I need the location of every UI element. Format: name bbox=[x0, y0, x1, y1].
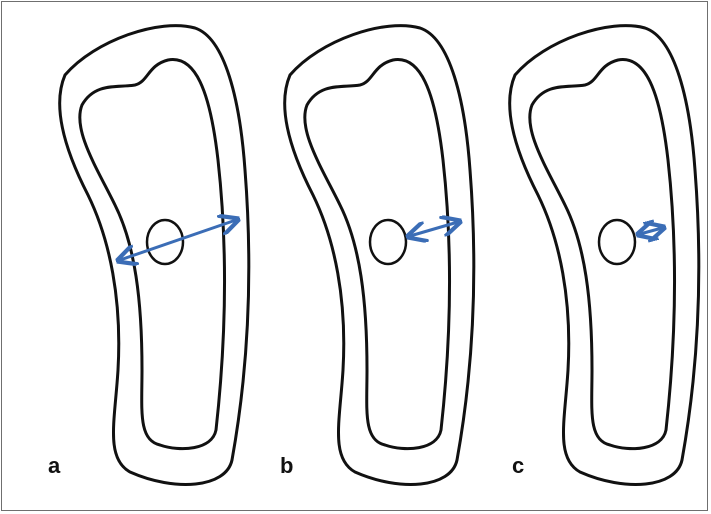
panel-a bbox=[60, 26, 249, 485]
panel-label-c: c bbox=[512, 455, 524, 477]
root-outer-outline bbox=[60, 26, 249, 485]
canal-circle bbox=[147, 220, 183, 264]
root-outer-outline bbox=[510, 26, 699, 485]
measurement-arrow bbox=[410, 222, 458, 236]
panel-label-b: b bbox=[280, 455, 293, 477]
panel-label-a: a bbox=[48, 455, 60, 477]
root-outer-outline bbox=[285, 26, 474, 485]
panel-c bbox=[510, 26, 699, 485]
panel-b bbox=[285, 26, 474, 485]
canal-inner-outline bbox=[305, 60, 450, 449]
canal-circle bbox=[370, 220, 406, 264]
measurement-arrow bbox=[640, 228, 662, 234]
canal-circle bbox=[599, 220, 635, 264]
canal-inner-outline bbox=[80, 60, 225, 449]
